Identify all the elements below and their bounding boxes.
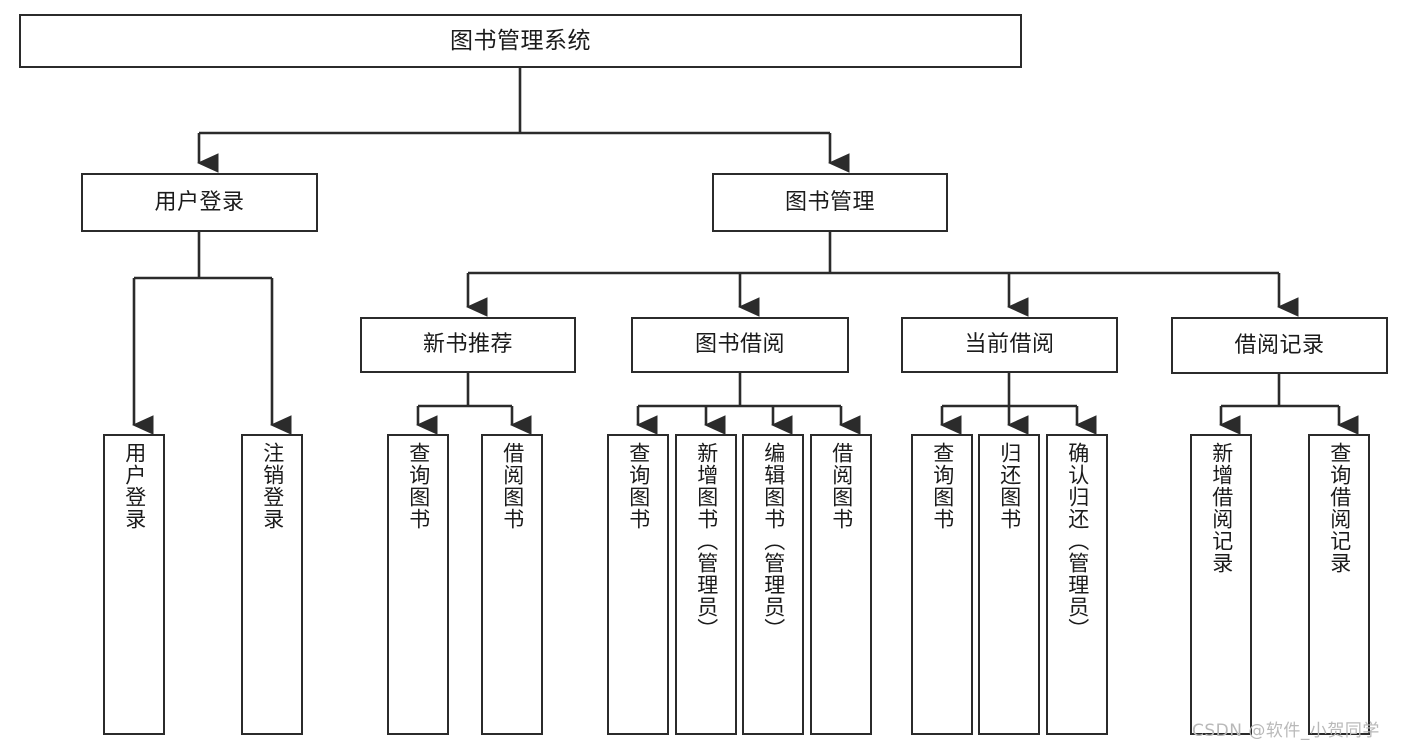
leaf-borrow-book-2[interactable]: 借阅图书 bbox=[810, 434, 872, 735]
leaf-add-book[interactable]: 新增图书（管理员） bbox=[675, 434, 737, 735]
leaf-query-book-3-label: 查询图书 bbox=[930, 442, 955, 530]
node-new-book-recommend[interactable]: 新书推荐 bbox=[360, 317, 576, 373]
leaf-query-book-1-label: 查询图书 bbox=[406, 442, 431, 530]
node-current-borrow[interactable]: 当前借阅 bbox=[901, 317, 1118, 373]
leaf-query-book-2-label: 查询图书 bbox=[626, 442, 651, 530]
leaf-confirm-return-label: 确认归还（管理员） bbox=[1065, 442, 1090, 640]
leaf-borrow-book-1[interactable]: 借阅图书 bbox=[481, 434, 543, 735]
leaf-logout-login-label: 注销登录 bbox=[260, 442, 285, 530]
leaf-add-record[interactable]: 新增借阅记录 bbox=[1190, 434, 1252, 735]
node-user-login[interactable]: 用户登录 bbox=[81, 173, 318, 232]
leaf-borrow-book-1-label: 借阅图书 bbox=[500, 442, 525, 530]
node-book-manage-label: 图书管理 bbox=[784, 189, 875, 215]
node-borrow-record-label: 借阅记录 bbox=[1234, 332, 1325, 358]
leaf-user-login-label: 用户登录 bbox=[122, 442, 147, 530]
node-new-book-recommend-label: 新书推荐 bbox=[422, 332, 513, 358]
node-root-label: 图书管理系统 bbox=[450, 27, 591, 54]
leaf-add-record-label: 新增借阅记录 bbox=[1209, 442, 1234, 574]
leaf-return-book-label: 归还图书 bbox=[997, 442, 1022, 530]
leaf-query-record-label: 查询借阅记录 bbox=[1327, 442, 1352, 574]
leaf-add-book-label: 新增图书（管理员） bbox=[694, 442, 719, 640]
node-book-borrow[interactable]: 图书借阅 bbox=[631, 317, 849, 373]
csdn-watermark: CSDN @软件_小贺同学 bbox=[1192, 721, 1380, 741]
leaf-query-book-3[interactable]: 查询图书 bbox=[911, 434, 973, 735]
node-current-borrow-label: 当前借阅 bbox=[964, 332, 1055, 358]
leaf-logout-login[interactable]: 注销登录 bbox=[241, 434, 303, 735]
leaf-query-record[interactable]: 查询借阅记录 bbox=[1308, 434, 1370, 735]
leaf-query-book-1[interactable]: 查询图书 bbox=[387, 434, 449, 735]
node-user-login-label: 用户登录 bbox=[154, 189, 245, 215]
leaf-confirm-return[interactable]: 确认归还（管理员） bbox=[1046, 434, 1108, 735]
leaf-borrow-book-2-label: 借阅图书 bbox=[829, 442, 854, 530]
leaf-edit-book[interactable]: 编辑图书（管理员） bbox=[742, 434, 804, 735]
leaf-edit-book-label: 编辑图书（管理员） bbox=[761, 442, 786, 640]
leaf-query-book-2[interactable]: 查询图书 bbox=[607, 434, 669, 735]
node-book-borrow-label: 图书借阅 bbox=[694, 332, 785, 358]
leaf-user-login[interactable]: 用户登录 bbox=[103, 434, 165, 735]
leaf-return-book[interactable]: 归还图书 bbox=[978, 434, 1040, 735]
node-book-manage[interactable]: 图书管理 bbox=[712, 173, 948, 232]
node-borrow-record[interactable]: 借阅记录 bbox=[1171, 317, 1388, 374]
node-root[interactable]: 图书管理系统 bbox=[19, 14, 1022, 68]
